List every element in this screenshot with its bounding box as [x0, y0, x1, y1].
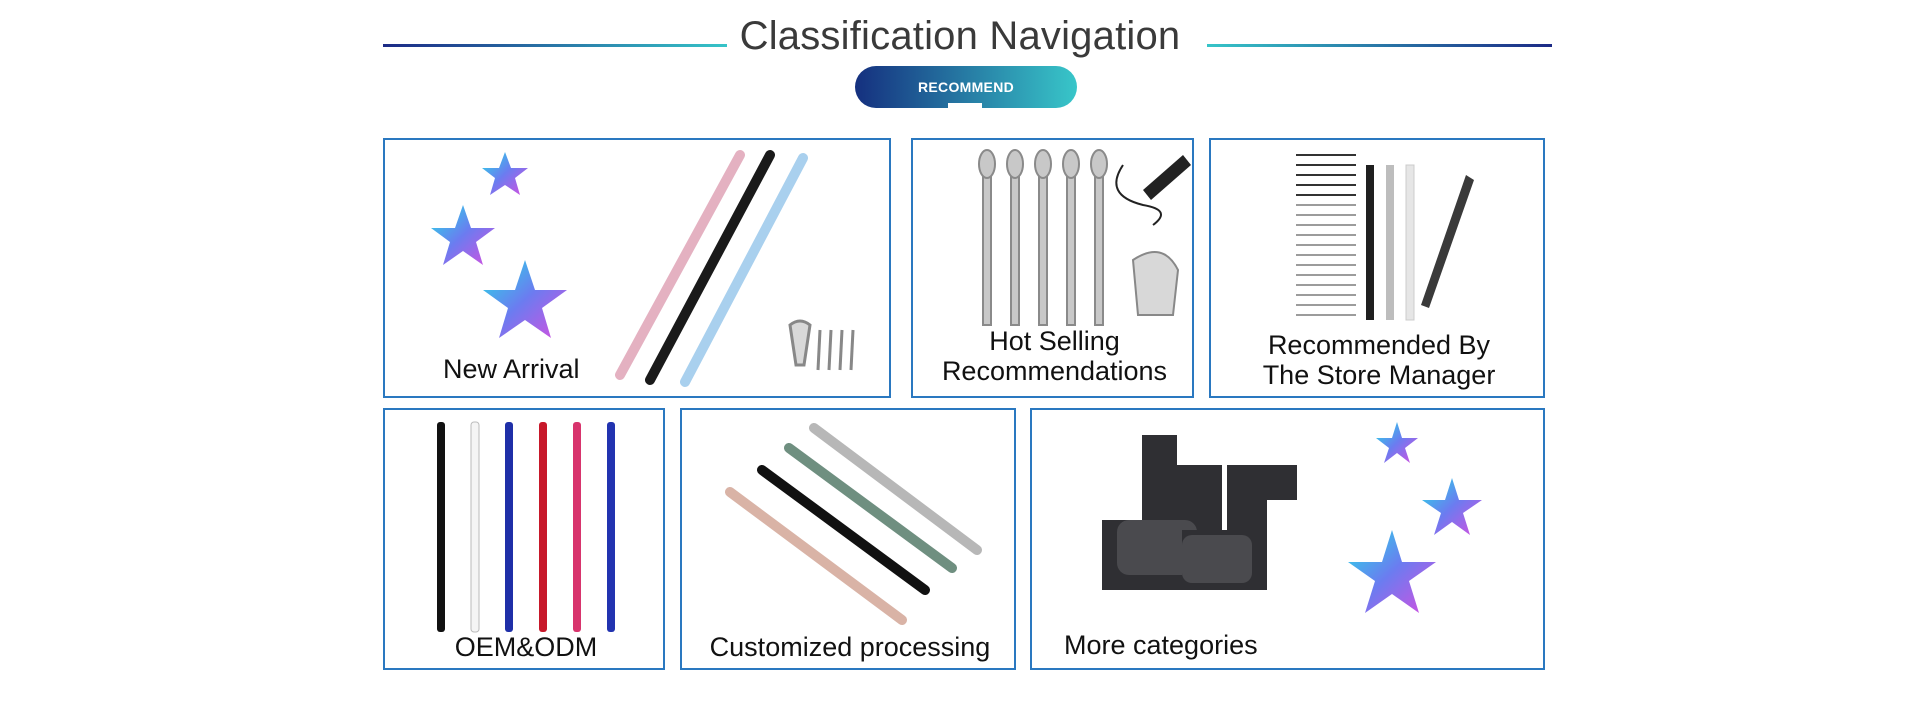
nib-remover-icon	[1131, 251, 1180, 316]
star-icon	[482, 152, 528, 195]
header-rule-right	[1207, 44, 1552, 47]
category-card-new-arrival[interactable]: New Arrival	[383, 138, 891, 398]
category-label: New Arrival	[443, 354, 580, 384]
category-label: Recommended By The Store Manager	[1262, 330, 1496, 390]
star-icon	[483, 260, 567, 338]
badge-notch	[948, 103, 982, 109]
nib-set-illustration	[1296, 154, 1474, 321]
custom-stylus-illustration	[725, 423, 982, 625]
star-icon	[1376, 422, 1418, 463]
stylus-pen-icon	[1421, 175, 1474, 308]
new-arrival-illustration	[431, 150, 855, 387]
category-card-oem-odm[interactable]: OEM&ODM	[383, 408, 665, 670]
stylus-pen-icon	[725, 423, 982, 625]
category-label: Customized processing	[709, 632, 991, 662]
stylus-pen-icon	[615, 150, 808, 387]
replacement-nibs-illustration	[978, 149, 1191, 326]
category-card-hot-selling[interactable]: Hot Selling Recommendations	[911, 138, 1194, 398]
category-card-more[interactable]: More categories	[1030, 408, 1545, 670]
category-label: Hot Selling Recommendations	[941, 326, 1168, 386]
section-header: Classification Navigation RECOMMEND	[0, 0, 1920, 120]
nib-set-icon	[1296, 154, 1356, 316]
more-categories-illustration	[1102, 422, 1482, 613]
category-label: OEM&ODM	[454, 632, 598, 662]
category-label: More categories	[1064, 630, 1258, 660]
colored-stylus-illustration	[437, 421, 615, 633]
stylus-pen-icon	[437, 421, 615, 633]
header-rule-left	[383, 44, 727, 47]
category-card-store-manager[interactable]: Recommended By The Store Manager	[1209, 138, 1545, 398]
star-icon	[1422, 478, 1482, 535]
speaker-module-icon	[1102, 435, 1297, 590]
category-card-customized[interactable]: Customized processing	[680, 408, 1016, 670]
recommend-badge[interactable]: RECOMMEND	[855, 66, 1077, 108]
section-title: Classification Navigation	[739, 14, 1181, 58]
nib-tool-icon	[788, 319, 855, 371]
star-icon	[431, 205, 495, 265]
nib-icon	[978, 149, 1108, 326]
pen-tip-icon	[1143, 155, 1191, 200]
star-icon	[1348, 530, 1436, 613]
